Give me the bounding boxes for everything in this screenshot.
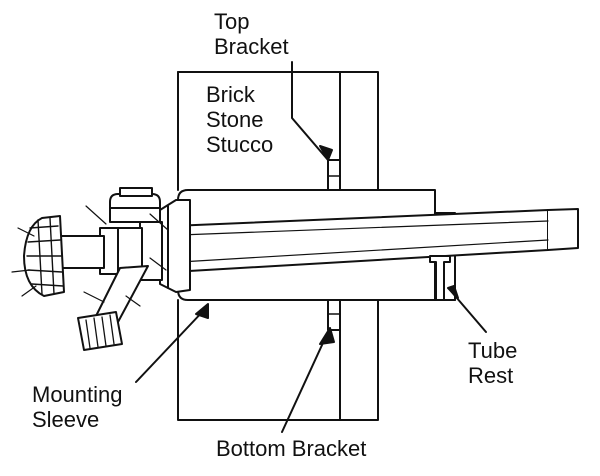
label-top-bracket-line2: Bracket bbox=[214, 34, 289, 59]
label-top-bracket: Top Bracket bbox=[214, 9, 289, 59]
leader-mounting-sleeve bbox=[135, 307, 207, 383]
label-bottom-bracket-text: Bottom Bracket bbox=[216, 436, 367, 461]
leader-top-bracket bbox=[291, 61, 329, 161]
shine-marks bbox=[11, 205, 169, 307]
label-bottom-bracket: Bottom Bracket bbox=[216, 436, 366, 461]
bottom-bracket bbox=[327, 299, 341, 331]
tube-rest bbox=[429, 255, 451, 301]
faucet-tube bbox=[171, 208, 579, 273]
label-stucco: Stucco bbox=[206, 132, 274, 157]
label-tube-rest: Tube Rest bbox=[468, 338, 517, 388]
label-tube: Tube bbox=[468, 338, 518, 363]
label-wall-material: Brick Stone Stucco bbox=[206, 82, 273, 157]
leader-bottom-bracket bbox=[281, 331, 329, 433]
label-mounting: Mounting bbox=[32, 382, 123, 407]
leader-lines bbox=[135, 61, 487, 433]
label-mounting-sleeve: Mounting Sleeve bbox=[32, 382, 123, 432]
label-brick: Brick bbox=[206, 82, 255, 107]
label-sleeve: Sleeve bbox=[32, 407, 100, 432]
label-rest: Rest bbox=[468, 363, 514, 388]
top-bracket bbox=[327, 159, 341, 191]
hose-outlet bbox=[77, 265, 149, 351]
faucet-handle bbox=[23, 215, 65, 297]
label-stone: Stone bbox=[206, 107, 264, 132]
label-top-bracket-line1: Top bbox=[214, 9, 250, 34]
